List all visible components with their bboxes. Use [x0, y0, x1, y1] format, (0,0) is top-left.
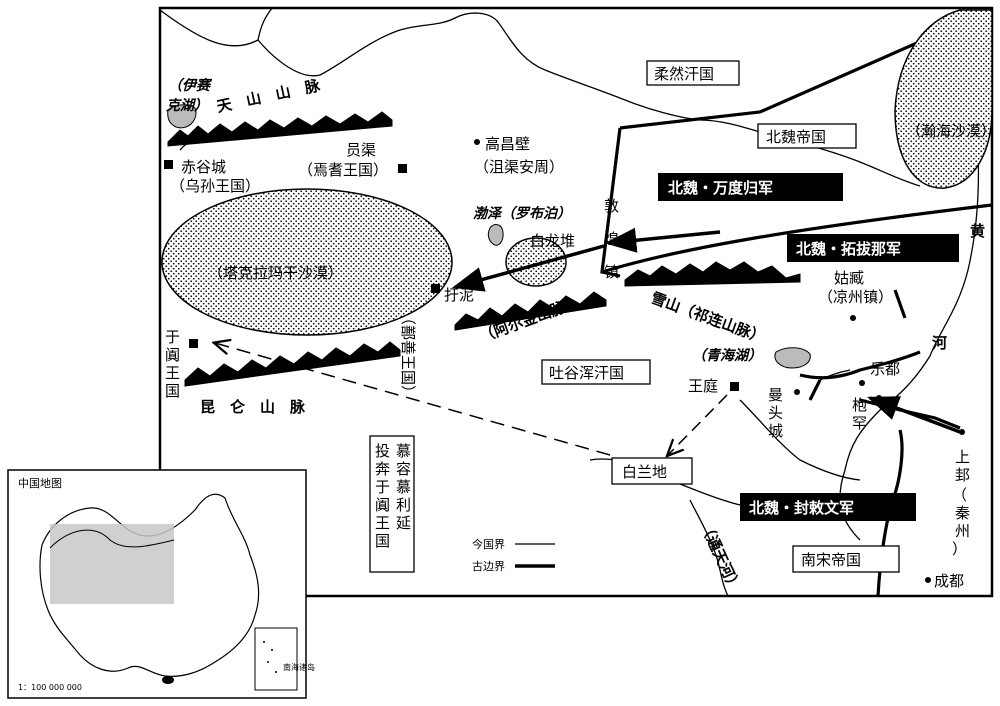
- tuyuhun-box: [541, 359, 651, 385]
- legend-modern-label: 今国界: [472, 537, 505, 551]
- kunlun-mountains: [184, 341, 401, 387]
- tuyuhun-retreat-route: [668, 394, 728, 455]
- he-river-label: 河: [932, 334, 947, 352]
- wan-army-arrow-east: [604, 227, 721, 253]
- wan-army-box: [658, 173, 843, 201]
- feng-army-arrow: [867, 396, 961, 434]
- yuni-label: 扜泥: [444, 286, 474, 304]
- legend-ancient-label: 古边界: [472, 560, 505, 573]
- taklamakan-label: （塔克拉玛干沙漠）: [208, 264, 343, 282]
- wusun-label: （乌孙王国）: [170, 177, 260, 195]
- escape-note-box: [369, 435, 415, 573]
- liangzhou-label: （凉州镇）: [818, 288, 893, 306]
- gaochang-label: 高昌壁: [485, 135, 530, 153]
- shanshan-label: （鄯善王国）: [399, 310, 417, 400]
- wangting-marker: [730, 382, 739, 391]
- guzang-label: 姑臧: [834, 269, 864, 287]
- baohan-marker: [876, 395, 882, 401]
- wangting-label: 王庭: [688, 377, 718, 395]
- tianshan-mountains: [167, 111, 393, 147]
- legend: 今国界 古边界: [472, 537, 555, 573]
- wan-army-arrow-west: [451, 244, 605, 292]
- baohan-label: 枹罕: [852, 396, 867, 432]
- chigu-label: 赤谷城: [181, 158, 226, 176]
- escape-route: [215, 343, 611, 456]
- inset-scale: 1：100 000 000: [18, 683, 82, 692]
- southern-song-box: [792, 545, 900, 573]
- yisaike-label-1: （伊赛: [168, 77, 213, 94]
- hanhai-desert: [894, 9, 993, 189]
- qinghai-lake: [774, 347, 811, 369]
- hanhai-label: （瀚海沙漠）: [906, 122, 996, 140]
- yuanqu-label: 员渠: [346, 141, 376, 159]
- yutian-label: 于阗王国: [165, 328, 180, 400]
- yutian-marker: [189, 339, 198, 348]
- bailan-box: [611, 457, 693, 485]
- issyk-kul-lake: [167, 104, 197, 129]
- wan-army-label: 北魏・万度归军: [668, 179, 773, 197]
- rouran-box: [646, 60, 740, 86]
- sea-islands-box: [254, 627, 298, 691]
- lop-nur-lake: [487, 224, 504, 246]
- tuoba-army-label: 北魏・拓拔那军: [796, 240, 901, 258]
- shanggui-label: 上邽: [955, 448, 970, 484]
- inset-highlight-region: [50, 524, 174, 604]
- taklamakan-desert: [161, 188, 453, 336]
- altun-mountains: [454, 291, 607, 331]
- inset-title: 中国地图: [18, 477, 62, 490]
- ledu-label: 乐都: [870, 360, 900, 378]
- yisaike-label-2: 克湖）: [166, 97, 208, 114]
- juqu-label: （沮渠安周）: [474, 158, 564, 176]
- guzang-marker: [850, 315, 856, 321]
- gaochang-marker: [474, 139, 480, 145]
- northern-wei-label: 北魏帝国: [766, 128, 826, 146]
- qinghai-label: （青海湖）: [692, 347, 762, 364]
- dunhuang-marker: [617, 241, 623, 247]
- yuni-marker: [431, 284, 440, 293]
- feng-army-box: [740, 493, 916, 521]
- hainan-island: [162, 676, 174, 684]
- escape-note-col1: 慕容慕利延: [396, 442, 411, 532]
- bailongdui-desert: [505, 237, 567, 287]
- chengdu-label: 成都: [934, 572, 964, 590]
- puze-label: 渤泽（罗布泊）: [473, 205, 571, 222]
- qilian-mountains: [624, 261, 801, 287]
- chengdu-marker: [925, 577, 931, 583]
- inset-map: 中国地图 南海诸岛 1：100 000 000: [7, 469, 315, 699]
- yuanqu-marker: [398, 164, 407, 173]
- southern-song-label: 南宋帝国: [801, 551, 861, 569]
- tuoba-army-box: [787, 234, 959, 262]
- tuyuhun-label: 吐谷浑汗国: [549, 364, 624, 382]
- yanqi-label: （焉耆王国）: [298, 161, 388, 179]
- mantou-marker: [794, 389, 800, 395]
- escape-note-col2: 投奔于阗王国: [375, 442, 390, 550]
- qinzhou-label: （秦州）: [952, 486, 970, 558]
- dunhuang-label: 敦煌镇: [602, 198, 620, 279]
- bailan-label: 白兰地: [622, 463, 667, 481]
- kunlun-label: 昆 仑 山 脉: [200, 398, 306, 416]
- northern-wei-box: [757, 123, 857, 149]
- sea-islands-label: 南海诸岛: [283, 662, 315, 672]
- chigu-marker: [164, 160, 173, 169]
- mantou-label: 曼头城: [768, 386, 783, 440]
- feng-army-label: 北魏・封敕文军: [749, 499, 854, 517]
- shanggui-marker: [959, 429, 965, 435]
- inset-border-line: [49, 529, 175, 549]
- bailongdui-label: 白龙堆: [530, 232, 575, 250]
- ledu-marker: [859, 380, 865, 386]
- huang-river-label: 黄: [970, 222, 985, 240]
- rouran-label: 柔然汗国: [654, 65, 714, 83]
